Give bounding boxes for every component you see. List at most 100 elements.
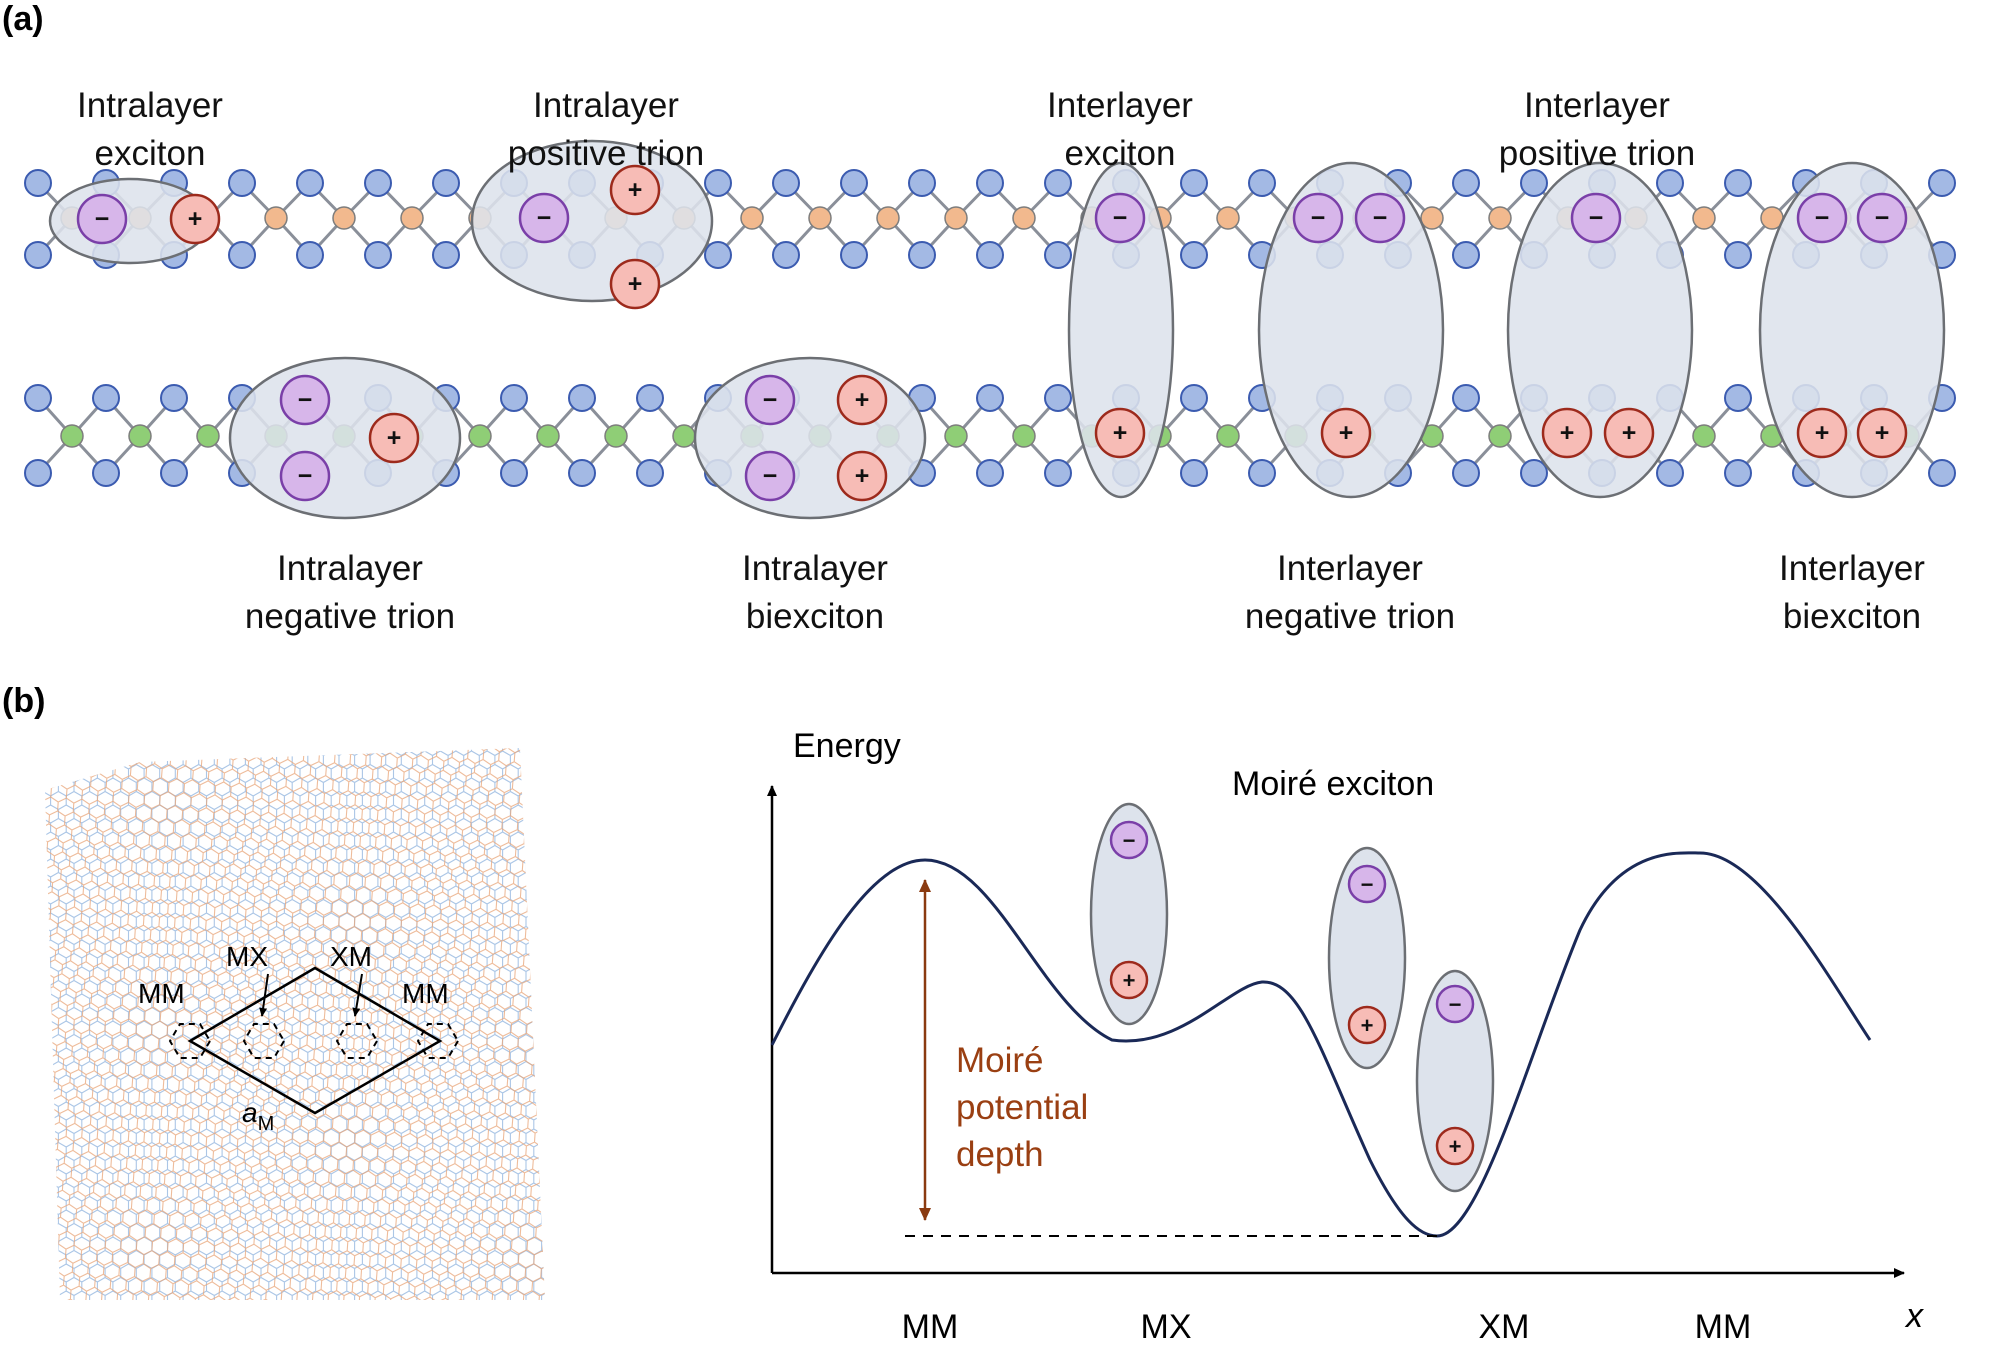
metal-atom [536, 424, 560, 448]
caption-intralayer-positive-trion: Intralayer positive trion [508, 86, 704, 173]
cloud-interlayer-biexciton [1758, 161, 1946, 499]
hole: + [1347, 1005, 1387, 1045]
electron-circle [1094, 192, 1146, 244]
svg-text:Moiré: Moiré [956, 1041, 1044, 1080]
hole-circle [1541, 407, 1593, 459]
electron-circle [744, 374, 796, 426]
metal-atom [672, 424, 696, 448]
metal-atom [808, 206, 832, 230]
electron-symbol: − [537, 204, 552, 232]
plot-title: Moiré exciton [1232, 765, 1434, 803]
hexagon-mesh [45, 748, 545, 1300]
y-axis-label: Energy [793, 727, 901, 765]
electron-symbol: − [298, 462, 313, 490]
x-tick-xm: XM [1479, 1308, 1530, 1346]
chalcogen-atom [636, 384, 664, 412]
chalcogen-atom [704, 169, 732, 197]
hole: + [1856, 407, 1908, 459]
chalcogen-atom [704, 241, 732, 269]
panel-b-label: (b) [2, 682, 45, 720]
hole-circle [1347, 1005, 1387, 1045]
hole-symbol: + [188, 205, 203, 233]
hole-circle [368, 412, 420, 464]
electron: − [744, 374, 796, 426]
chalcogen-atom [1520, 169, 1548, 197]
chalcogen-atom [1452, 241, 1480, 269]
chalcogen-atom [296, 169, 324, 197]
hole-circle [836, 450, 888, 502]
chalcogen-atom [1724, 459, 1752, 487]
chalcogen-atom [636, 459, 664, 487]
electron-symbol: − [95, 205, 110, 233]
hole-symbol: + [628, 176, 643, 204]
electron: − [1435, 984, 1475, 1024]
chalcogen-atom [840, 241, 868, 269]
chalcogen-atom [976, 169, 1004, 197]
hole-symbol: + [1339, 419, 1354, 447]
hole-circle [1094, 407, 1146, 459]
chalcogen-atom [1248, 459, 1276, 487]
chalcogen-atom [160, 384, 188, 412]
electron: − [1354, 192, 1406, 244]
chalcogen-atom [432, 169, 460, 197]
svg-text:biexciton: biexciton [1783, 597, 1921, 636]
arrow-xm [352, 973, 363, 1017]
hole-symbol: + [1875, 419, 1890, 447]
site-hexagon-mx [242, 1023, 286, 1059]
electron: − [279, 374, 331, 426]
chalcogen-atom [1724, 384, 1752, 412]
svg-text:Intralayer: Intralayer [533, 86, 679, 125]
chalcogen-atom [908, 169, 936, 197]
chalcogen-atom [1452, 384, 1480, 412]
chalcogen-atom [1656, 169, 1684, 197]
metal-atom [264, 206, 288, 230]
metal-atom [1488, 206, 1512, 230]
hole: + [1435, 1126, 1475, 1166]
chalcogen-atom [364, 169, 392, 197]
electron: − [1856, 192, 1908, 244]
svg-text:positive trion: positive trion [1499, 134, 1695, 173]
chalcogen-atom [1044, 241, 1072, 269]
chalcogen-atom [432, 241, 460, 269]
caption-intralayer-biexciton: Intralayer biexciton [742, 549, 888, 636]
hole: + [1320, 407, 1372, 459]
hole-circle [1320, 407, 1372, 459]
chalcogen-atom [364, 241, 392, 269]
hexagon-mesh [45, 748, 545, 1300]
svg-text:Interlayer: Interlayer [1277, 549, 1423, 588]
chalcogen-atom [24, 459, 52, 487]
electron-circle [1856, 192, 1908, 244]
site-hexagon-mm-right [416, 1023, 460, 1059]
svg-text:exciton: exciton [95, 134, 206, 173]
metal-atom [128, 424, 152, 448]
electron-circle [744, 450, 796, 502]
chalcogen-atom [1248, 169, 1276, 197]
electron: − [279, 450, 331, 502]
lattice-layer-orange [45, 748, 545, 1300]
electron: − [1347, 864, 1387, 904]
chalcogen-atom [296, 241, 324, 269]
chalcogen-atom [1724, 169, 1752, 197]
metal-atom [604, 424, 628, 448]
electron-circle [1292, 192, 1344, 244]
caption-intralayer-exciton: Intralayer exciton [77, 86, 223, 173]
chalcogen-atom [568, 459, 596, 487]
cloud-interlayer-negative-trion [1257, 161, 1445, 499]
metal-atom [468, 424, 492, 448]
hole-symbol: + [387, 424, 402, 452]
metal-atom [1488, 424, 1512, 448]
electron: − [1570, 192, 1622, 244]
x-tick-mm-right: MM [1695, 1308, 1752, 1346]
electron-symbol: − [1361, 872, 1374, 897]
caption-interlayer-exciton: Interlayer exciton [1047, 86, 1193, 173]
svg-text:Intralayer: Intralayer [277, 549, 423, 588]
charge-carriers: −+−++−−+−−++−+−−+−++−−++ [76, 164, 1908, 502]
chalcogen-atom [1452, 169, 1480, 197]
x-axis-label: x [1904, 1297, 1924, 1335]
moire-potential-curve [770, 851, 1872, 1238]
hole-circle [1435, 1126, 1475, 1166]
metal-atom [1216, 206, 1240, 230]
chalcogen-atom [976, 459, 1004, 487]
hole: + [1796, 407, 1848, 459]
chalcogen-atom [1044, 384, 1072, 412]
